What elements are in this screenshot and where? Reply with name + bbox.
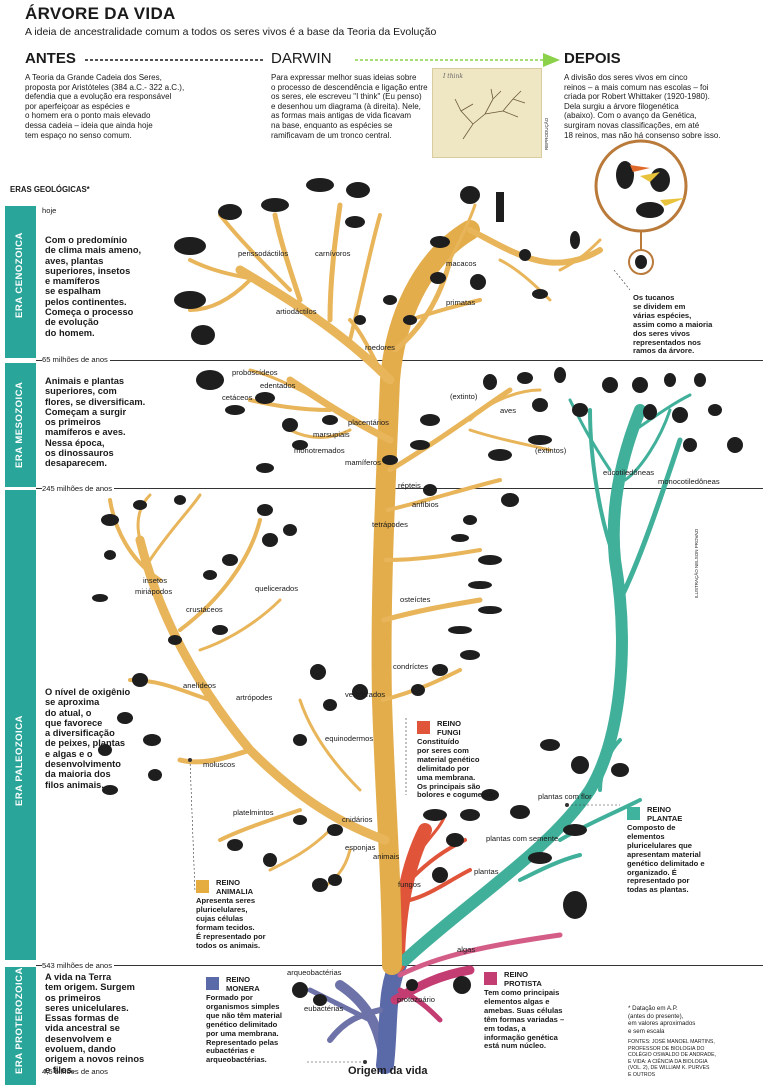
time-65: 65 milhões de anos (42, 355, 110, 364)
boundary-245-line (36, 488, 763, 489)
era-paleozoica-bar (5, 490, 36, 960)
era-mesozoica-bar (5, 363, 36, 487)
era-proterozoica-bar (5, 967, 36, 1085)
label-monocotiledoneas: monocotiledôneas (658, 477, 720, 486)
time-543: 543 milhões de anos (42, 961, 115, 970)
label-roedores: roedores (365, 343, 395, 352)
label-perissodactilos: perissodáctilos (238, 249, 289, 258)
label-plantas-com-flor: plantas com flor (538, 792, 592, 801)
label-origem-da-vida: Origem da vida (348, 1065, 428, 1077)
label-extintos: (extintos) (535, 446, 567, 455)
toucan-zoom-circle (594, 139, 688, 233)
label-tetrapodes: tetrápodes (372, 520, 408, 529)
label-arqueobacterias: arqueobactérias (287, 968, 342, 977)
time-4-5: 4,5 bilhões de anos (42, 1067, 110, 1076)
label-esponjas: esponjas (345, 843, 376, 852)
label-protozoario: protozoário (397, 995, 435, 1004)
antes-text: A Teoria da Grande Cadeia dos Seres,prop… (25, 73, 185, 140)
monera-swatch (206, 977, 219, 990)
protista-swatch (484, 972, 497, 985)
label-cetaceos: cetáceos (222, 393, 253, 402)
label-anelideos: anelídeos (183, 681, 216, 690)
label-aves: aves (500, 406, 517, 415)
label-condrictes: condríctes (393, 662, 429, 671)
time-245: 245 milhões de anos (42, 484, 115, 493)
label-extinto: (extinto) (450, 392, 478, 401)
depois-heading: DEPOIS (564, 50, 621, 67)
label-eubacterias: eubactérias (304, 1004, 344, 1013)
label-crustaceos: crustáceos (186, 605, 223, 614)
label-marsupiais: marsupiais (313, 430, 350, 439)
page-subtitle: A ideia de ancestralidade comum a todos … (25, 26, 437, 38)
footnote: * Datação em A.P.(antes do presente),em … (628, 1005, 696, 1035)
label-macacos: macacos (446, 259, 477, 268)
animalia-swatch (196, 880, 209, 893)
era-cenozoica-bar (5, 206, 36, 358)
toucan-icon (616, 161, 685, 269)
label-eucotiledoneas: eucotiledôneas (603, 468, 655, 477)
label-animais: animais (373, 852, 400, 861)
sources: FONTES: JOSÉ MANOEL MARTINS,PROFESSOR DE… (628, 1039, 717, 1078)
darwin-sketch: I think (432, 68, 542, 158)
fungi-swatch (417, 721, 430, 734)
label-artiodactilos: artiodáctilos (276, 307, 317, 316)
label-platelmintos: platelmintos (233, 808, 274, 817)
label-monotremados: monotremados (294, 446, 345, 455)
plantae-swatch (627, 807, 640, 820)
label-anfibios: anfíbios (412, 500, 439, 509)
time-hoje: hoje (42, 206, 59, 215)
timeline-arrow (85, 53, 560, 67)
tree-sketch-icon (454, 88, 526, 140)
label-proboscideos: proboscídeos (232, 368, 278, 377)
eras-heading: ERAS GEOLÓGICAS* (10, 185, 90, 194)
label-equinodermos: equinodermos (325, 734, 374, 743)
label-osteictes: osteíctes (400, 595, 431, 604)
label-plantas: plantas (474, 867, 499, 876)
label-primatas: primatas (446, 298, 476, 307)
label-fungos: fungos (398, 880, 421, 889)
label-moluscos: moluscos (203, 760, 236, 769)
label-vertebrados: vertebrados (345, 690, 386, 699)
label-algas: algas (457, 945, 476, 954)
darwin-heading: DARWIN (271, 50, 332, 67)
label-edentados: edentados (260, 381, 296, 390)
label-placentarios: placentários (348, 418, 389, 427)
label-miriapodos: miriápodos (135, 587, 173, 596)
illustration-credit: ILUSTRAÇÃO NELSON PROVAZI (694, 528, 699, 598)
label-repteis: répteis (398, 481, 421, 490)
label-cnidarios: cnidários (342, 815, 373, 824)
label-artropodes: artrópodes (236, 693, 273, 702)
label-insetos: insetos (143, 576, 168, 585)
label-carnivoros: carnívoros (315, 249, 351, 258)
creature-silhouettes (92, 178, 743, 1006)
label-mamiferos: mamíferos (345, 458, 381, 467)
page-title: ÁRVORE DA VIDA (25, 4, 176, 23)
label-plantas-com-semente: plantas com semente (486, 834, 559, 843)
antes-heading: ANTES (25, 50, 76, 67)
label-quelicerados: quelicerados (255, 584, 299, 593)
